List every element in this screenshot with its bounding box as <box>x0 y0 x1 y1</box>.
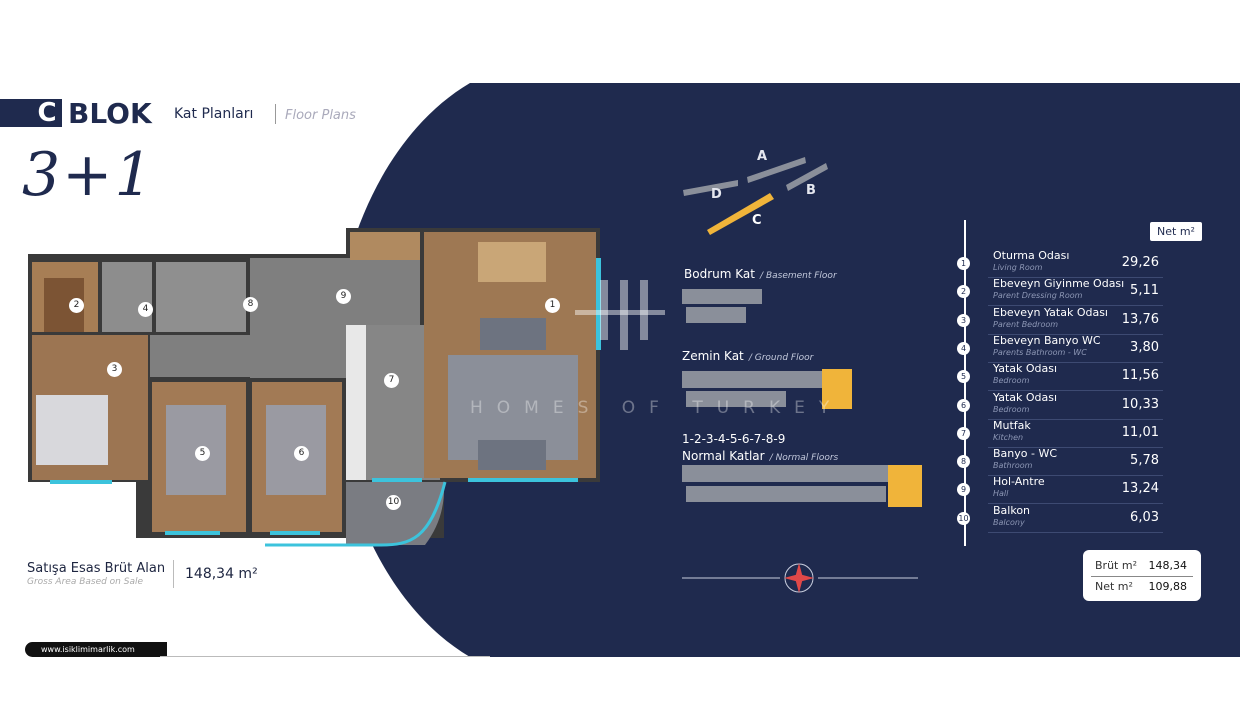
site-plan <box>683 157 828 235</box>
room-name: Oturma Odası <box>993 249 1070 262</box>
room-name: Banyo - WC <box>993 447 1058 461</box>
room-name-en: Parent Bedroom <box>993 319 1059 329</box>
row-number: 1 <box>957 257 970 270</box>
room-marker: 7 <box>384 373 399 388</box>
room-marker: 10 <box>386 495 401 510</box>
room-name-en: Hall <box>993 489 1009 499</box>
room-marker: 1 <box>545 298 560 313</box>
header-bar <box>0 99 32 127</box>
row-number: 9 <box>957 483 970 497</box>
row-number: 2 <box>957 285 970 299</box>
site-block-a: A <box>757 149 768 164</box>
room-area: 6,03 <box>1130 509 1159 525</box>
room-area: 3,80 <box>1130 339 1159 355</box>
gross-area-value: 148,34 m² <box>185 566 258 582</box>
site-block-c: C <box>752 213 762 228</box>
room-name: Mutfak <box>993 418 1031 432</box>
floor-normal-numbers: 1-2-3-4-5-6-7-8-9 <box>682 432 786 446</box>
website-link[interactable]: www.isiklimimarlik.com <box>25 642 167 657</box>
room-name: Balkon <box>993 503 1031 517</box>
room-name-en: Bathroom <box>993 461 1033 471</box>
gross-value: 148,34 <box>1148 559 1188 572</box>
room-area: 13,76 <box>1121 311 1159 327</box>
floor-normal: Normal Katlar / Normal Floors <box>682 449 839 463</box>
block-word: BLOK <box>68 97 152 130</box>
row-number: 7 <box>957 426 970 440</box>
room-name: Hol-Antre <box>993 475 1045 489</box>
watermark-text: HOMES OF TURKEY <box>470 398 844 418</box>
floor-diagrams <box>682 289 922 507</box>
room-marker: 5 <box>195 446 210 461</box>
floor-ground: Zemin Kat / Ground Floor <box>682 349 814 363</box>
room-area: 29,26 <box>1121 255 1159 270</box>
room-marker: 6 <box>294 446 309 461</box>
site-block-b: B <box>806 183 816 198</box>
title-tr: Kat Planları <box>174 106 254 122</box>
room-area: 13,24 <box>1121 481 1159 497</box>
gross-area-label-en: Gross Area Based on Sale <box>27 577 144 587</box>
room-area: 5,11 <box>1130 283 1159 299</box>
room-name-en: Balcony <box>993 517 1025 527</box>
row-number: 5 <box>957 370 970 384</box>
compass-icon <box>682 563 918 593</box>
row-number: 10 <box>957 511 970 525</box>
room-marker: 8 <box>243 297 258 312</box>
room-area: 11,01 <box>1121 424 1159 440</box>
site-block-d: D <box>711 187 722 202</box>
room-marker: 4 <box>138 302 153 317</box>
room-marker: 9 <box>336 289 351 304</box>
net-value: 109,88 <box>1148 580 1188 593</box>
room-name-en: Bedroom <box>993 404 1030 414</box>
navy-panel <box>332 83 1240 657</box>
room-area: 5,78 <box>1130 453 1159 469</box>
divider <box>160 656 490 657</box>
room-area: 11,56 <box>1121 368 1159 384</box>
floor-plan <box>28 228 601 547</box>
divider <box>1091 576 1193 577</box>
row-number: 3 <box>957 313 970 327</box>
room-name-en: Kitchen <box>993 432 1024 442</box>
net-header: Net m² <box>1150 222 1202 241</box>
room-name-en: Living Room <box>993 263 1043 272</box>
room-name: Yatak Odası <box>993 390 1058 404</box>
room-name: Ebeveyn Banyo WC <box>993 333 1101 347</box>
row-number: 8 <box>957 455 970 469</box>
room-name: Ebeveyn Giyinme Odası <box>993 277 1125 291</box>
room-name-en: Parents Bathroom - WC <box>993 347 1087 357</box>
title-en: Floor Plans <box>285 108 356 123</box>
divider <box>173 560 174 588</box>
room-name: Ebeveyn Yatak Odası <box>993 305 1108 319</box>
totals-box: Brüt m² 148,34 Net m² 109,88 <box>1083 550 1201 601</box>
gross-area-label: Satışa Esas Brüt Alan <box>27 561 166 576</box>
floor-basement: Bodrum Kat / Basement Floor <box>684 267 837 281</box>
block-letter: C <box>32 99 62 127</box>
row-number: 6 <box>957 398 970 412</box>
unit-type: 3+1 <box>22 140 155 210</box>
row-number: 4 <box>957 341 970 355</box>
watermark-logo <box>575 280 665 350</box>
room-name-en: Bedroom <box>993 376 1030 386</box>
room-marker: 3 <box>107 362 122 377</box>
room-marker: 2 <box>69 298 84 313</box>
gross-label: Brüt m² <box>1095 559 1137 572</box>
room-name-en: Parent Dressing Room <box>993 291 1083 301</box>
room-name: Yatak Odası <box>993 362 1058 376</box>
room-area: 10,33 <box>1121 396 1159 412</box>
net-label: Net m² <box>1095 580 1133 593</box>
divider <box>275 104 276 124</box>
